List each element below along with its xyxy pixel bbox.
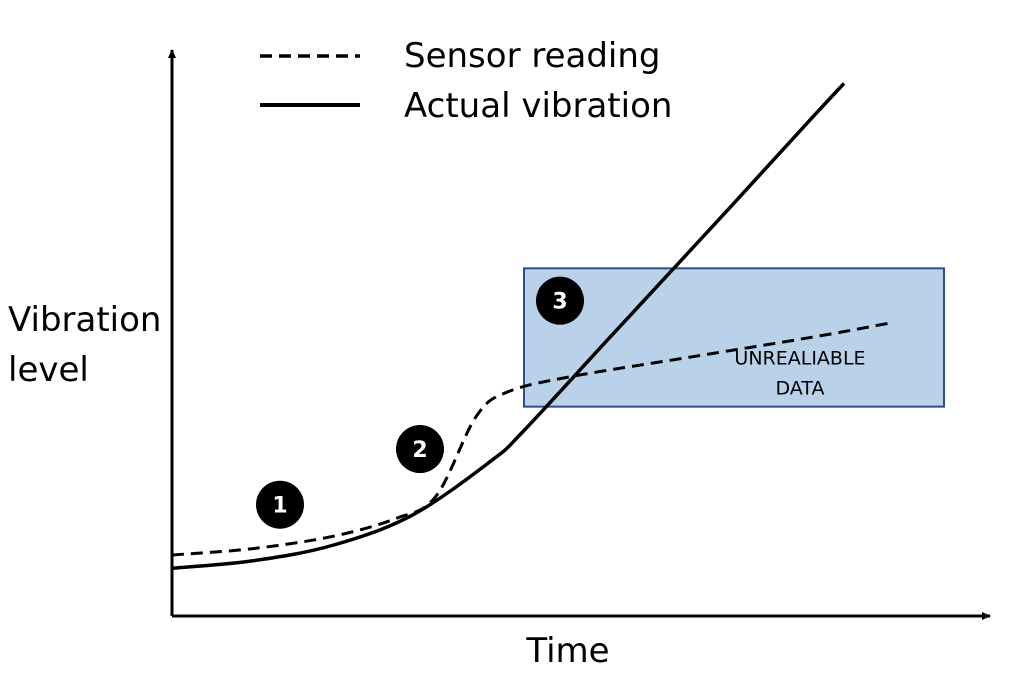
unreliable-data-label: UNREALIABLE DATA xyxy=(734,347,865,399)
marker-label-3: 3 xyxy=(552,290,567,315)
marker-circle-3 xyxy=(536,276,584,325)
marker-label-1: 1 xyxy=(272,494,287,519)
y-axis-label-line-2: level xyxy=(8,350,89,390)
marker-2: 2 xyxy=(396,425,444,474)
numbered-markers: 1 2 3 xyxy=(256,276,584,529)
marker-label-2: 2 xyxy=(412,438,427,463)
unreliable-data-label-line-2: DATA xyxy=(776,377,825,399)
unreliable-data-region xyxy=(523,267,945,408)
y-axis-label-line-1: Vibration xyxy=(8,300,161,340)
legend-label-actual-vibration: Actual vibration xyxy=(404,86,672,126)
x-axis-label: Time xyxy=(525,631,609,671)
legend-label-sensor-reading: Sensor reading xyxy=(404,36,661,76)
legend: Sensor reading Actual vibration xyxy=(260,36,672,126)
marker-1: 1 xyxy=(256,480,304,529)
marker-3: 3 xyxy=(536,276,584,325)
unreliable-data-label-line-1: UNREALIABLE xyxy=(734,347,865,369)
marker-circle-2 xyxy=(396,425,444,474)
series-line-actual-vibration xyxy=(171,82,846,571)
marker-circle-1 xyxy=(256,480,304,529)
